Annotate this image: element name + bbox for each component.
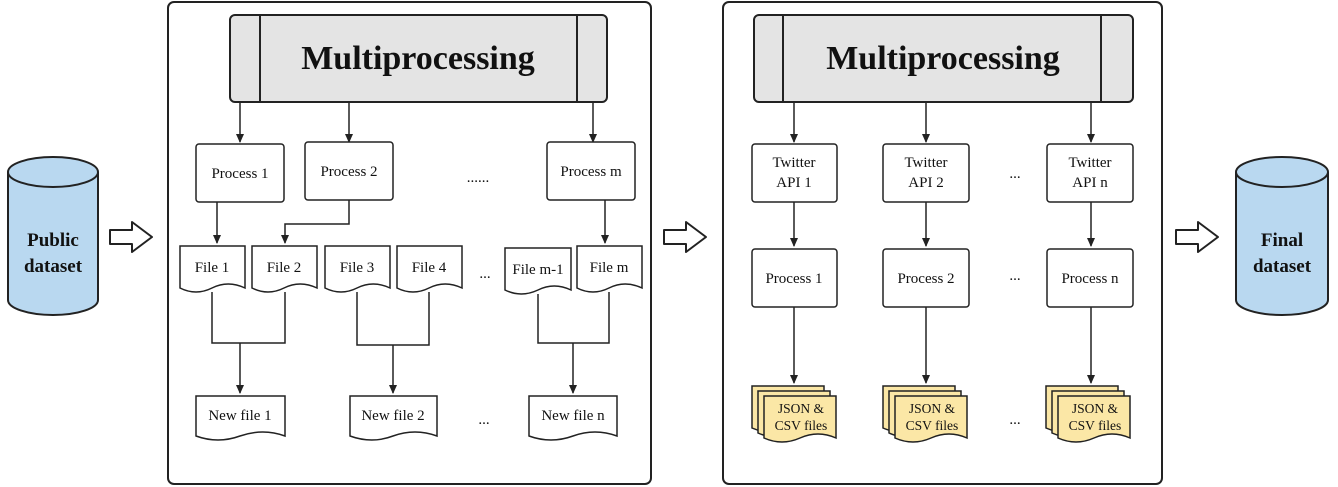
panel-2-title: Multiprocessing xyxy=(826,40,1060,77)
output-label-line1: JSON & xyxy=(1072,401,1119,416)
output-ellipsis: ... xyxy=(1009,412,1020,428)
process-label: Process 2 xyxy=(320,164,377,180)
process-box: Process 2 xyxy=(882,248,970,308)
new-file-label: New file 2 xyxy=(361,408,424,424)
final-dataset-label-1: Final xyxy=(1261,230,1303,251)
api-label-line2: API 2 xyxy=(908,175,943,191)
public-dataset-cylinder: Public dataset xyxy=(7,156,99,316)
twitter-api-box: Twitter API n xyxy=(1046,143,1134,203)
new-file-label: New file n xyxy=(541,408,605,424)
process-ellipsis: ...... xyxy=(467,170,490,186)
file-ellipsis: ... xyxy=(479,266,490,282)
public-dataset-label-2: dataset xyxy=(24,256,83,277)
new-file-doc: New file n xyxy=(528,395,618,441)
output-label-line1: JSON & xyxy=(909,401,956,416)
twitter-api-box: Twitter API 2 xyxy=(882,143,970,203)
api-label-line1: Twitter xyxy=(1068,155,1111,171)
final-dataset-label-2: dataset xyxy=(1253,256,1312,277)
panel-1-header: Multiprocessing xyxy=(229,14,608,103)
output-label-line1: JSON & xyxy=(778,401,825,416)
process-box: Process n xyxy=(1046,248,1134,308)
process-label: Process 1 xyxy=(211,166,268,182)
process-ellipsis: ... xyxy=(1009,268,1020,284)
final-dataset-cylinder: Final dataset xyxy=(1235,156,1329,316)
file-doc: File 1 xyxy=(179,245,246,293)
flow-arrow-3 xyxy=(1175,221,1219,253)
output-label-line2: CSV files xyxy=(906,418,959,433)
output-label-line2: CSV files xyxy=(1069,418,1122,433)
api-label-line2: API 1 xyxy=(776,175,811,191)
flow-arrow-2 xyxy=(663,221,707,253)
new-file-ellipsis: ... xyxy=(478,412,489,428)
new-file-doc: New file 2 xyxy=(349,395,438,441)
file-doc: File m xyxy=(576,245,643,293)
output-label-line2: CSV files xyxy=(775,418,828,433)
process-box: Process 2 xyxy=(304,141,394,201)
file-label: File 1 xyxy=(195,260,230,276)
file-label: File 2 xyxy=(267,260,302,276)
flow-arrow-1 xyxy=(109,221,153,253)
file-label: File 3 xyxy=(340,260,375,276)
json-csv-files-stack: JSON & CSV files xyxy=(751,385,837,443)
file-label: File m-1 xyxy=(512,262,563,278)
process-box: Process 1 xyxy=(751,248,838,308)
twitter-api-box: Twitter API 1 xyxy=(751,143,838,203)
api-ellipsis: ... xyxy=(1009,166,1020,182)
panel-2: Multiprocessing Twitter API 1 Twitter AP… xyxy=(722,1,1163,485)
panel-1-title: Multiprocessing xyxy=(301,40,535,77)
api-label-line1: Twitter xyxy=(904,155,947,171)
process-box: Process m xyxy=(546,141,636,201)
api-label-line1: Twitter xyxy=(772,155,815,171)
file-label: File m xyxy=(590,260,629,276)
json-csv-files-stack: JSON & CSV files xyxy=(882,385,968,443)
new-file-doc: New file 1 xyxy=(195,395,286,441)
public-dataset-label-1: Public xyxy=(27,230,79,251)
file-doc: File m-1 xyxy=(504,247,572,295)
process-label: Process 2 xyxy=(897,271,954,287)
panel-1: Multiprocessing Process 1 Process 2 ....… xyxy=(167,1,652,485)
new-file-label: New file 1 xyxy=(208,408,271,424)
process-label: Process 1 xyxy=(765,271,822,287)
json-csv-files-stack: JSON & CSV files xyxy=(1045,385,1131,443)
file-doc: File 3 xyxy=(324,245,391,293)
file-doc: File 4 xyxy=(396,245,463,293)
panel-2-header: Multiprocessing xyxy=(753,14,1134,103)
process-label: Process n xyxy=(1061,271,1119,287)
process-label: Process m xyxy=(560,164,622,180)
api-label-line2: API n xyxy=(1072,175,1108,191)
file-label: File 4 xyxy=(412,260,447,276)
file-doc: File 2 xyxy=(251,245,318,293)
process-box: Process 1 xyxy=(195,143,285,203)
